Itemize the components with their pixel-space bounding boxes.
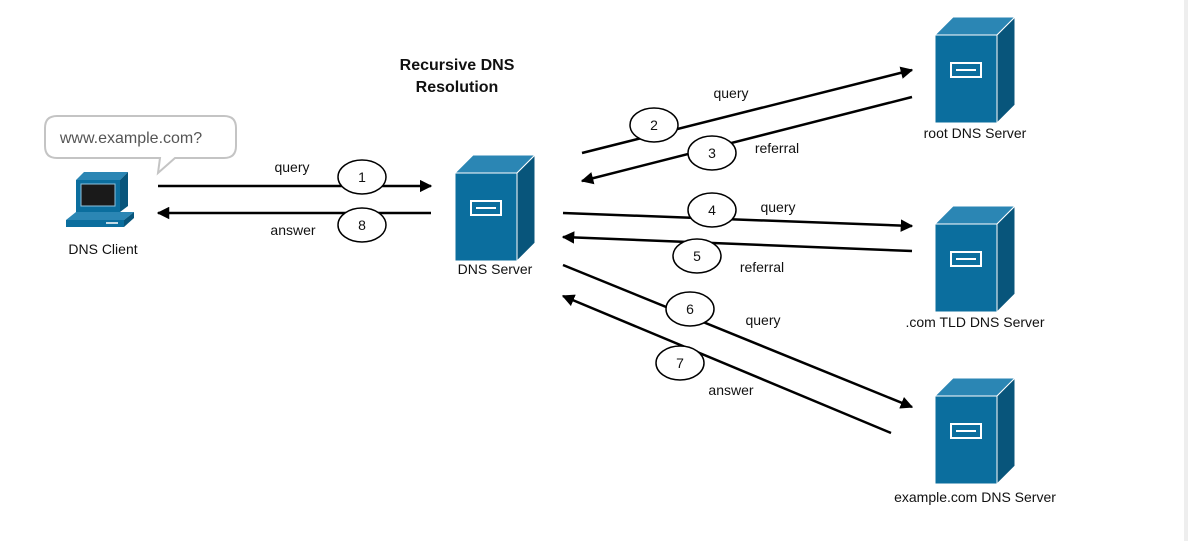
arrow-step-7 (561, 294, 892, 435)
step-2-circle: 2 (629, 107, 679, 143)
step-2-number: 2 (650, 117, 658, 133)
step-1-label: query (274, 159, 309, 175)
arrow-step-3 (580, 95, 913, 185)
step-3-circle: 3 (687, 135, 737, 171)
diagram-title-line1: Recursive DNS (400, 57, 515, 74)
step-7-label: answer (708, 382, 753, 398)
step-5-circle: 5 (672, 238, 722, 274)
auth-server-icon (934, 377, 1016, 485)
arrow-step-6 (562, 263, 914, 409)
root-server-label: root DNS Server (924, 125, 1027, 141)
arrow-step-5 (561, 231, 913, 253)
step-8-number: 8 (358, 217, 366, 233)
tld-server-icon (934, 205, 1016, 313)
query-speech-bubble: www.example.com? (44, 115, 237, 176)
step-7-number: 7 (676, 355, 684, 371)
tld-server-label: .com TLD DNS Server (906, 314, 1045, 330)
step-4-number: 4 (708, 202, 716, 218)
step-2-label: query (713, 85, 748, 101)
client-label: DNS Client (68, 241, 137, 257)
resolver-label: DNS Server (458, 261, 533, 277)
step-7-circle: 7 (655, 345, 705, 381)
diagram-title-line2: Resolution (416, 79, 499, 96)
desktop-computer-icon (65, 171, 135, 228)
auth-server-label: example.com DNS Server (894, 489, 1056, 505)
step-8-label: answer (270, 222, 315, 238)
step-8-circle: 8 (337, 207, 387, 243)
step-5-label: referral (740, 259, 784, 275)
step-3-label: referral (755, 140, 799, 156)
step-1-circle: 1 (337, 159, 387, 195)
step-4-label: query (760, 199, 795, 215)
step-1-number: 1 (358, 169, 366, 185)
step-6-number: 6 (686, 301, 694, 317)
bubble-query-text: www.example.com? (59, 130, 202, 147)
step-3-number: 3 (708, 145, 716, 161)
step-6-circle: 6 (665, 291, 715, 327)
root-server-icon (934, 16, 1016, 124)
step-4-circle: 4 (687, 192, 737, 228)
arrow-step-2 (581, 66, 914, 155)
step-6-label: query (745, 312, 780, 328)
resolver-server-icon (454, 154, 536, 262)
page-edge-divider (1184, 0, 1188, 541)
arrow-step-4 (562, 211, 914, 232)
step-5-number: 5 (693, 248, 701, 264)
